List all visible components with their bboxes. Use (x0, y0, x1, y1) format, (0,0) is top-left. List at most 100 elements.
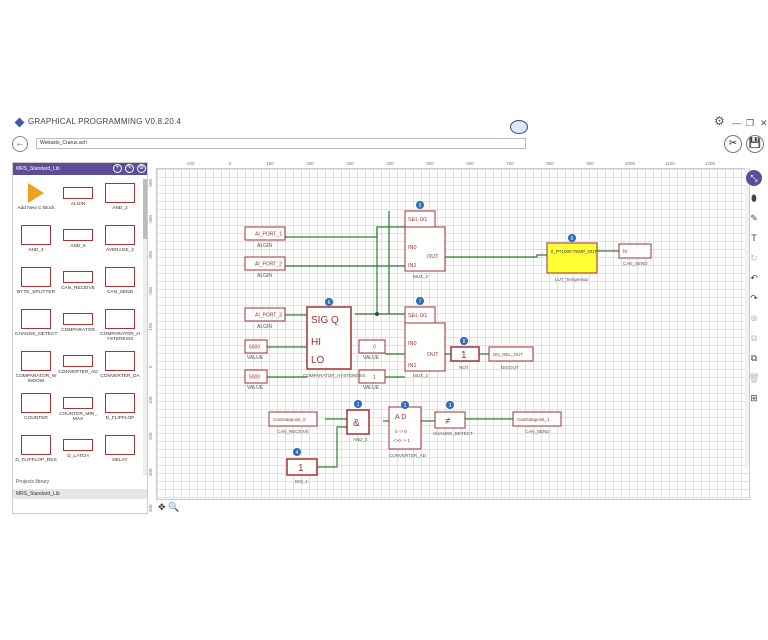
mux-2-bottom[interactable]: SEL 0/1 IN0 IN1 OUT MUX_2 (404, 306, 446, 378)
pen-tool-icon[interactable]: ✎ (750, 213, 758, 223)
file-name-field[interactable]: Webasto_Crarus.ach (36, 138, 526, 149)
ruler-tick-label: 1000 (624, 161, 636, 166)
value-5000-block[interactable] (244, 369, 268, 384)
undo-icon[interactable]: ↶ (750, 273, 758, 283)
minimize-icon[interactable]: — (732, 118, 741, 128)
library-item[interactable]: CHANGE_DETECT (15, 305, 57, 347)
grid-icon[interactable]: ⊞ (750, 393, 758, 403)
maximize-icon[interactable]: ❐ (746, 118, 755, 128)
converter-ad-block[interactable]: A D 0 -> 0 <>0 -> 1 CONVERTER_AD (388, 406, 427, 458)
ruler-tick-label: 600 (466, 161, 474, 166)
library-item[interactable]: COUNTER (15, 389, 57, 431)
library-item[interactable]: DELAY (99, 431, 141, 473)
paste-icon[interactable]: ⧉ (750, 353, 758, 363)
library-item[interactable]: COUNTER_MIN_ MAX (57, 389, 99, 431)
trash-icon[interactable]: 🗑 (748, 373, 760, 383)
value-6000-block[interactable] (244, 339, 268, 354)
library-item-label: AND_2 (112, 206, 128, 211)
library-item[interactable]: COMPARATOR_W INDOW (15, 347, 57, 389)
not-block[interactable]: 1 NOT (450, 346, 480, 370)
value-0-block[interactable] (358, 339, 386, 354)
can-receive-block[interactable]: CanDatapoint_0 CAN_RECEIVE (268, 411, 318, 434)
library-item[interactable]: AND_6 (57, 221, 99, 263)
library-item[interactable]: AND_4 (15, 221, 57, 263)
library-title: MRS_Standard_Lib (16, 166, 60, 172)
can-send-in-text: In (623, 249, 627, 255)
change-detect-block[interactable]: ≠ CHANGE_DETECT (433, 411, 473, 436)
pan-icon[interactable]: ✥ (158, 502, 166, 512)
zoom-controls[interactable]: ✥ 🔍 (158, 502, 179, 513)
digout-block[interactable]: DO_REL_OUT DIGOUT (488, 346, 534, 370)
delete-icon[interactable]: ⊗ (750, 313, 758, 323)
diagram-canvas[interactable]: AI_PORT_1 ALGIN AI_PORT_2 ALGIN AI_PORT_… (156, 168, 750, 500)
library-header: MRS_Standard_Lib + ✎ ⚙ (13, 163, 147, 175)
copy-disabled-icon[interactable]: ⧉ (750, 333, 758, 343)
hyst-lo-text: LO (311, 355, 325, 366)
tab-mrs-standard-lib[interactable]: MRS_Standard_Lib (13, 489, 147, 499)
can-send-block[interactable]: In CAN_SEND (618, 243, 652, 266)
and-glyph: & (353, 418, 360, 429)
lut-text: Il_PT1000 TEMP_OUT (551, 249, 597, 254)
redo-icon[interactable]: ↷ (750, 293, 758, 303)
can-send-2-block[interactable]: CanDatapoint_1 CAN_SEND (512, 411, 562, 434)
wire-junction (375, 312, 379, 316)
mux-2-top[interactable]: SEL 0/1 IN0 IN1 OUT MUX_2 (404, 210, 446, 279)
library-item[interactable]: D_LATCH (57, 431, 99, 473)
library-item-label: COMPARATOR_W INDOW (15, 374, 57, 384)
back-button[interactable]: ← (12, 136, 28, 152)
ruler-tick-label: 1200 (704, 161, 716, 166)
block-icon (105, 225, 135, 245)
block-icon (21, 309, 51, 329)
settings-icon[interactable]: ⚙ (137, 164, 146, 173)
library-item[interactable]: CAN_SEND (99, 263, 141, 305)
value-1-block[interactable] (358, 369, 386, 384)
library-item[interactable]: BYTE_SPLITTER (15, 263, 57, 305)
mux-in1-text-2: IN1 (408, 363, 417, 369)
ai-port-1-block[interactable] (244, 226, 286, 241)
lut-label: LUT_Temperatur (555, 277, 589, 282)
tools-button[interactable]: ✂ (724, 135, 742, 153)
library-item[interactable]: CONVERTER_DA (99, 347, 141, 389)
settings-gear-icon[interactable]: ⚙ (714, 114, 725, 128)
library-item-label: D_LATCH (67, 454, 89, 459)
library-scrollbar[interactable] (143, 179, 147, 475)
library-item-label: COMPARATOR_H YSTERESIS (100, 332, 140, 342)
library-item[interactable]: COMPARATOR (57, 305, 99, 347)
block-icon (63, 229, 93, 241)
dig-1-block[interactable]: 1 DIG_1 (286, 458, 318, 484)
select-tool-icon[interactable]: ⤡ (746, 170, 762, 186)
wire (285, 226, 405, 238)
save-button[interactable]: 💾 (746, 135, 764, 153)
lut-temperatur-block[interactable]: Il_PT1000 TEMP_OUT LUT_Temperatur (546, 242, 598, 282)
add-icon[interactable]: + (113, 164, 122, 173)
library-item[interactable]: D_FLIPFLOP (99, 389, 141, 431)
text-tool-icon[interactable]: T (751, 233, 757, 243)
cylinder-tool-icon[interactable]: ⬮ (751, 193, 757, 203)
and-2-block[interactable]: & AND_2 (346, 409, 370, 442)
tab-projects-library[interactable]: Projects library (16, 479, 50, 485)
library-item[interactable]: CONVERTER_AD (57, 347, 99, 389)
library-item[interactable]: AVERAGE_2 (99, 221, 141, 263)
title-bar: GRAPHICAL PROGRAMMING V0.8.20.4 ⚙ — ❐ ✕ (10, 112, 768, 134)
ai-port-3-block[interactable] (244, 307, 286, 322)
mux-sel-text-2: SEL 0/1 (408, 313, 427, 319)
library-item[interactable]: AND_2 (99, 179, 141, 221)
library-item[interactable]: ALGIN (57, 179, 99, 221)
canvas-scrollbar[interactable] (745, 168, 749, 468)
disabled-tool-icon[interactable]: ↻ (750, 253, 758, 263)
edit-icon[interactable]: ✎ (125, 164, 134, 173)
value-label-4: VALUE (363, 385, 380, 391)
comparator-hysteresis-block[interactable]: SIG Q HI LO COMPARATOR_HYSTERESIS (303, 306, 366, 378)
library-item[interactable]: Add New C Block (15, 179, 57, 221)
library-item[interactable]: D_FLIPFLOP_RES (15, 431, 57, 473)
library-item[interactable]: COMPARATOR_H YSTERESIS (99, 305, 141, 347)
ai-port-2-block[interactable] (244, 256, 286, 271)
close-icon[interactable]: ✕ (760, 118, 768, 128)
badge-text: 6 (328, 300, 331, 306)
zoom-icon[interactable]: 🔍 (168, 502, 180, 512)
toolbar: ← Webasto_Crarus.ach ✂ 💾 (10, 132, 768, 156)
library-item[interactable]: CAN_RECEIVE (57, 263, 99, 305)
value-1-text: 1 (373, 375, 376, 381)
